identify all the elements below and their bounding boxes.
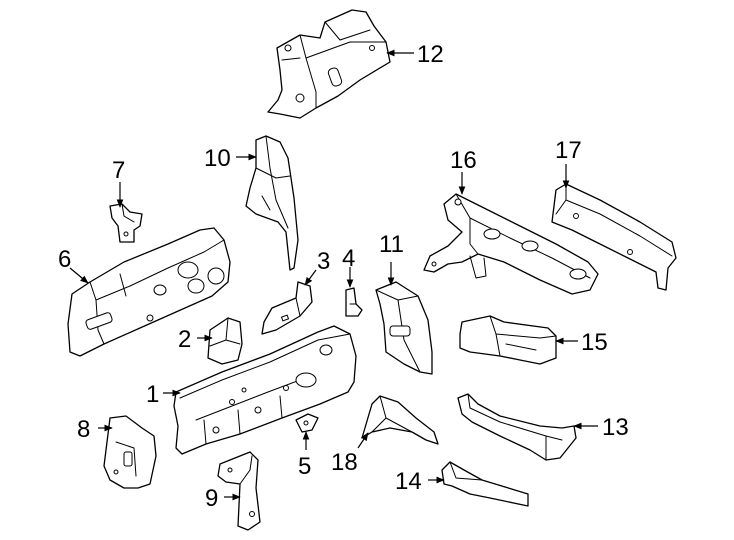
part-12-drawing[interactable] xyxy=(267,9,391,119)
callout-11: 11 xyxy=(379,231,404,286)
callout-2-label: 2 xyxy=(178,326,191,353)
callout-1-label: 1 xyxy=(146,381,159,408)
part-16-drawing[interactable] xyxy=(423,193,599,295)
part-13-drawing[interactable] xyxy=(457,393,577,461)
callout-11-label: 11 xyxy=(379,231,404,258)
callout-14-label: 14 xyxy=(395,468,422,495)
callout-9-label: 9 xyxy=(205,485,218,512)
part-1-drawing[interactable] xyxy=(173,325,357,455)
part-5-drawing[interactable] xyxy=(295,413,319,433)
callout-4: 4 xyxy=(342,245,355,288)
callout-3-label: 3 xyxy=(317,248,330,275)
callout-8-label: 8 xyxy=(77,416,90,443)
callout-4-label: 4 xyxy=(342,245,355,272)
callout-12-label: 12 xyxy=(417,41,444,68)
callout-16-label: 16 xyxy=(450,147,477,174)
callout-7-label: 7 xyxy=(112,157,125,184)
callout-12: 12 xyxy=(386,41,444,68)
part-8-drawing[interactable] xyxy=(103,415,157,489)
callout-17: 17 xyxy=(555,137,582,189)
callout-13-label: 13 xyxy=(602,414,629,441)
callout-16: 16 xyxy=(450,147,477,195)
callout-18: 18 xyxy=(331,432,369,476)
callout-3: 3 xyxy=(304,248,330,286)
callout-1: 1 xyxy=(146,381,181,408)
callout-2: 2 xyxy=(178,326,213,353)
part-6-drawing[interactable] xyxy=(67,227,231,357)
part-18-drawing[interactable] xyxy=(361,395,439,445)
callout-13: 13 xyxy=(573,414,629,441)
part-15-drawing[interactable] xyxy=(459,315,557,365)
part-10-drawing[interactable] xyxy=(245,135,299,271)
callout-6: 6 xyxy=(58,246,89,284)
part-2-drawing[interactable] xyxy=(207,317,243,365)
callout-15-label: 15 xyxy=(581,329,608,356)
part-9-drawing[interactable] xyxy=(217,451,261,531)
callout-18-label: 18 xyxy=(331,449,358,476)
callout-8: 8 xyxy=(77,416,113,443)
callout-14: 14 xyxy=(395,468,445,495)
part-3-drawing[interactable] xyxy=(261,281,313,335)
part-7-drawing[interactable] xyxy=(109,203,143,243)
callout-6-label: 6 xyxy=(58,246,71,273)
callout-10-label: 10 xyxy=(204,145,231,172)
part-4-drawing[interactable] xyxy=(345,287,363,317)
callout-17-label: 17 xyxy=(555,137,582,164)
callout-9: 9 xyxy=(205,485,241,512)
part-17-drawing[interactable] xyxy=(551,183,677,291)
part-14-drawing[interactable] xyxy=(441,461,529,507)
part-11-drawing[interactable] xyxy=(375,281,433,375)
callout-10: 10 xyxy=(204,145,257,172)
callout-5: 5 xyxy=(298,431,311,480)
callout-15: 15 xyxy=(555,329,608,356)
callout-5-label: 5 xyxy=(298,453,311,480)
callout-7: 7 xyxy=(112,157,125,208)
